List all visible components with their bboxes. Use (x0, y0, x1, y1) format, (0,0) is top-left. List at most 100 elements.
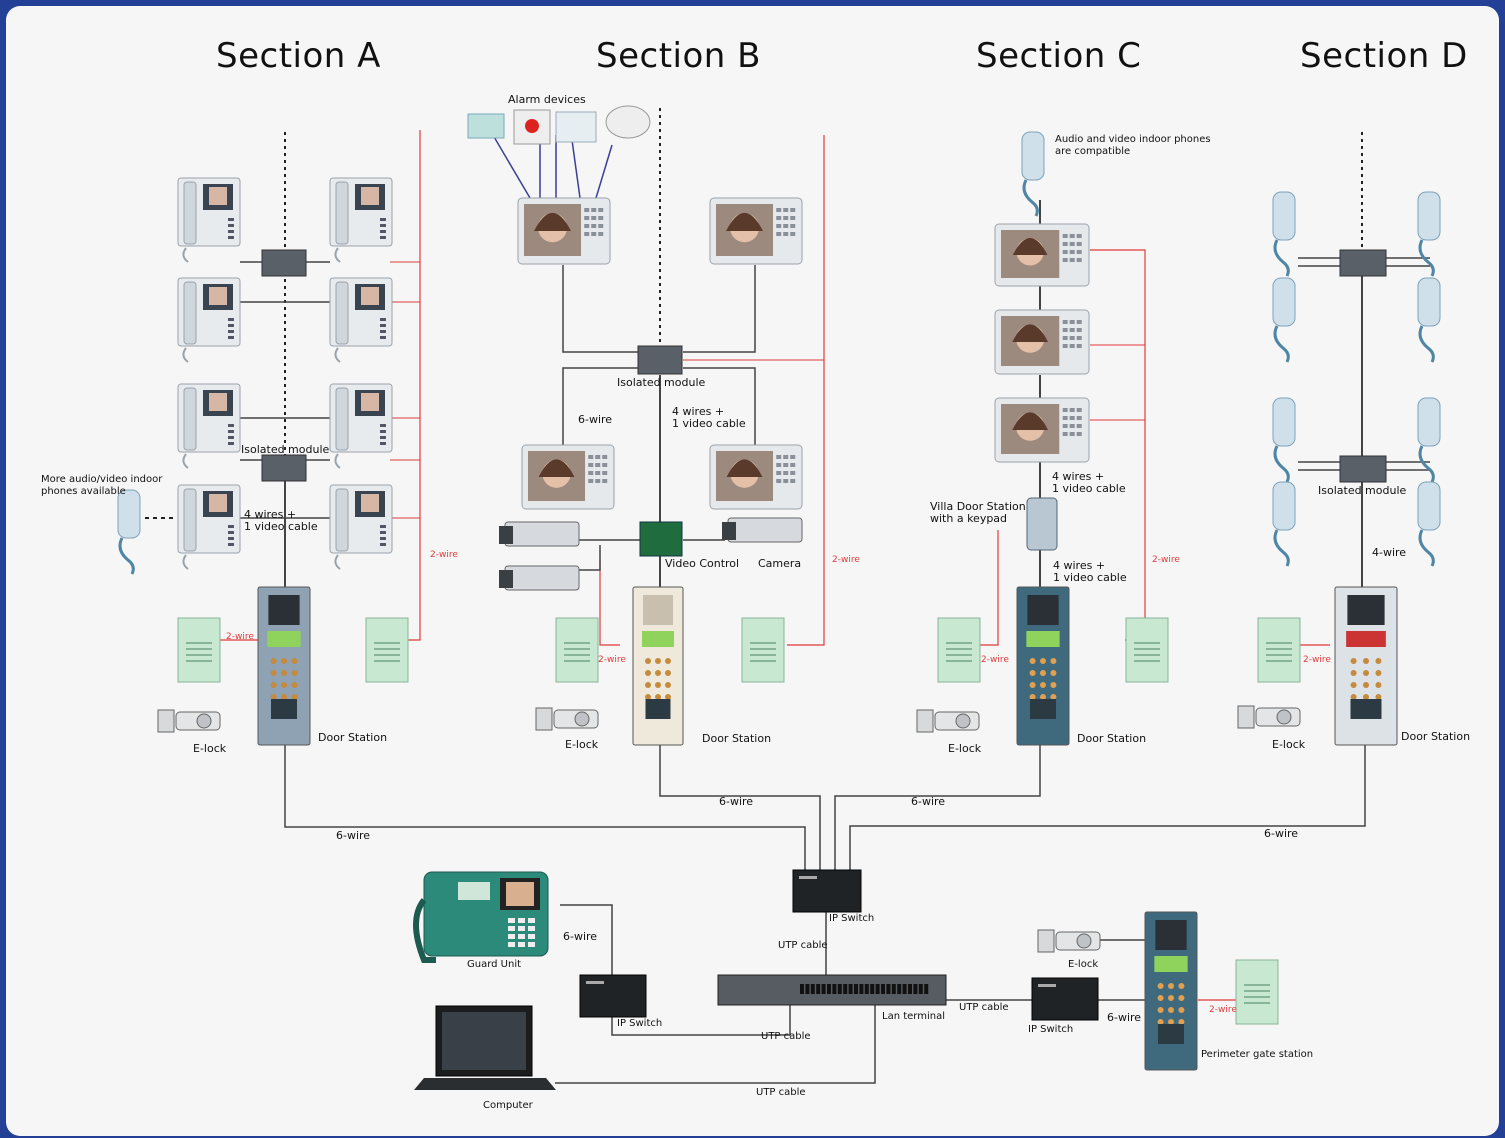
red-psu-b (599, 560, 620, 646)
indoor-monitor (177, 484, 241, 570)
red-psu-c (980, 530, 999, 646)
audio-handset-phone (1417, 397, 1441, 483)
ip-switch-box (579, 974, 647, 1018)
video-monitor (517, 197, 611, 265)
section-c-title: Section C (976, 36, 1142, 76)
power-supply (365, 617, 409, 683)
elock-icon (1037, 929, 1101, 953)
isolated-module-box (1339, 455, 1387, 483)
video-monitor (994, 309, 1090, 375)
video-monitor (521, 444, 615, 510)
audio-handset-phone (1021, 131, 1045, 217)
section-a-title: Section A (216, 36, 381, 76)
utp-bottom (555, 1005, 876, 1084)
villa-door-station-icon (1026, 497, 1058, 551)
branch-b1 (562, 265, 640, 353)
ip-switch-top-label: IP Switch (829, 913, 875, 924)
audio-handset-phone (1417, 277, 1441, 363)
door-station-a-label: Door Station (318, 731, 388, 744)
two-wire-c-label: 2-wire (1152, 555, 1180, 565)
cam-wire-2 (575, 545, 601, 571)
ip-switch-box (1031, 977, 1099, 1021)
guard-unit-icon (413, 871, 549, 963)
utp-cable-mid-label: UTP cable (761, 1031, 811, 1042)
six-wire-c-label: 6-wire (911, 795, 946, 808)
indoor-monitor (329, 277, 393, 363)
power-supply (1235, 959, 1279, 1025)
power-supply (1257, 617, 1301, 683)
power-supply (937, 617, 981, 683)
video-monitor (709, 444, 803, 510)
lan-terminal-icon (717, 974, 947, 1006)
six-wire-gate-label: 6-wire (1107, 1011, 1142, 1024)
smoke-detector-icon (605, 105, 651, 139)
utp-mid (611, 1005, 791, 1036)
video-control-box (639, 521, 683, 557)
video-monitor (709, 197, 803, 265)
ip-switch-box (792, 869, 862, 913)
alarm-devices-label: Alarm devices (508, 93, 586, 106)
door-station (1016, 586, 1070, 746)
indoor-monitor (329, 484, 393, 570)
ip-switch-right-label: IP Switch (1028, 1024, 1074, 1035)
video-control-label: Video Control (665, 557, 740, 570)
camera-icon (722, 517, 803, 543)
ip-switch-left-label: IP Switch (617, 1018, 663, 1029)
computer-icon (414, 1005, 556, 1090)
utp-cable-bottom-label: UTP cable (756, 1087, 806, 1098)
alarm-red-button (525, 119, 539, 133)
perimeter-gate-label: Perimeter gate station (1201, 1049, 1314, 1060)
wires-b-label: 4 wires + 1 video cable (672, 405, 746, 430)
door-station-b-label: Door Station (702, 732, 772, 745)
camera-icon (499, 521, 580, 547)
audio-handset-phone (1272, 481, 1296, 567)
power-supply (555, 617, 599, 683)
indoor-monitor (177, 277, 241, 363)
two-wire-a-label: 2-wire (430, 550, 458, 560)
wires-c2-label: 4 wires + 1 video cable (1053, 559, 1127, 584)
two-wire-gate-label: 2-wire (1209, 1005, 1237, 1015)
indoor-monitor (329, 383, 393, 469)
door-station (1334, 586, 1398, 746)
red-riser-a (405, 130, 421, 641)
elock-icon (1237, 705, 1301, 729)
six-wire-d-line (849, 745, 1366, 870)
computer-label: Computer (483, 1100, 533, 1111)
elock-icon (916, 709, 980, 733)
power-supply (1125, 617, 1169, 683)
villa-station-label: Villa Door Station with a keypad (930, 500, 1026, 525)
video-monitor (994, 223, 1090, 287)
alarm-sensor-icon (555, 111, 597, 143)
guard-unit-label: Guard Unit (467, 959, 522, 970)
six-wire-c-line (834, 745, 1041, 870)
indoor-monitor (177, 177, 241, 263)
diagram-svg (117, 105, 1441, 1090)
guard-wire (560, 904, 613, 975)
six-wire-b2-label: 6-wire (719, 795, 754, 808)
power-supply (177, 617, 221, 683)
door-station (257, 586, 311, 746)
door-station (1144, 911, 1198, 1071)
audio-handset-phone (1417, 191, 1441, 277)
alarm-wire-4 (595, 144, 613, 199)
two-wire-a2-label: 2-wire (226, 632, 254, 642)
door-station (632, 586, 684, 746)
isolated-module-box (261, 454, 307, 482)
elock-d-label: E-lock (1272, 738, 1306, 751)
alarm-panel-icon (467, 113, 505, 139)
red-riser-b (787, 135, 825, 646)
isolated-module-box (1339, 249, 1387, 277)
isolated-module-box (261, 249, 307, 277)
isolated-module-d-label: Isolated module (1318, 484, 1407, 497)
indoor-monitor (177, 383, 241, 469)
elock-b-label: E-lock (565, 738, 599, 751)
six-wire-a-line (284, 745, 806, 870)
elock-icon (157, 709, 221, 733)
elock-c-label: E-lock (948, 742, 982, 755)
camera-label: Camera (758, 557, 802, 570)
audio-handset-phone (1272, 277, 1296, 363)
elock-a-label: E-lock (193, 742, 227, 755)
utp-cable-top-label: UTP cable (778, 940, 828, 951)
two-wire-c2-label: 2-wire (981, 655, 1009, 665)
section-b-title: Section B (596, 36, 761, 76)
